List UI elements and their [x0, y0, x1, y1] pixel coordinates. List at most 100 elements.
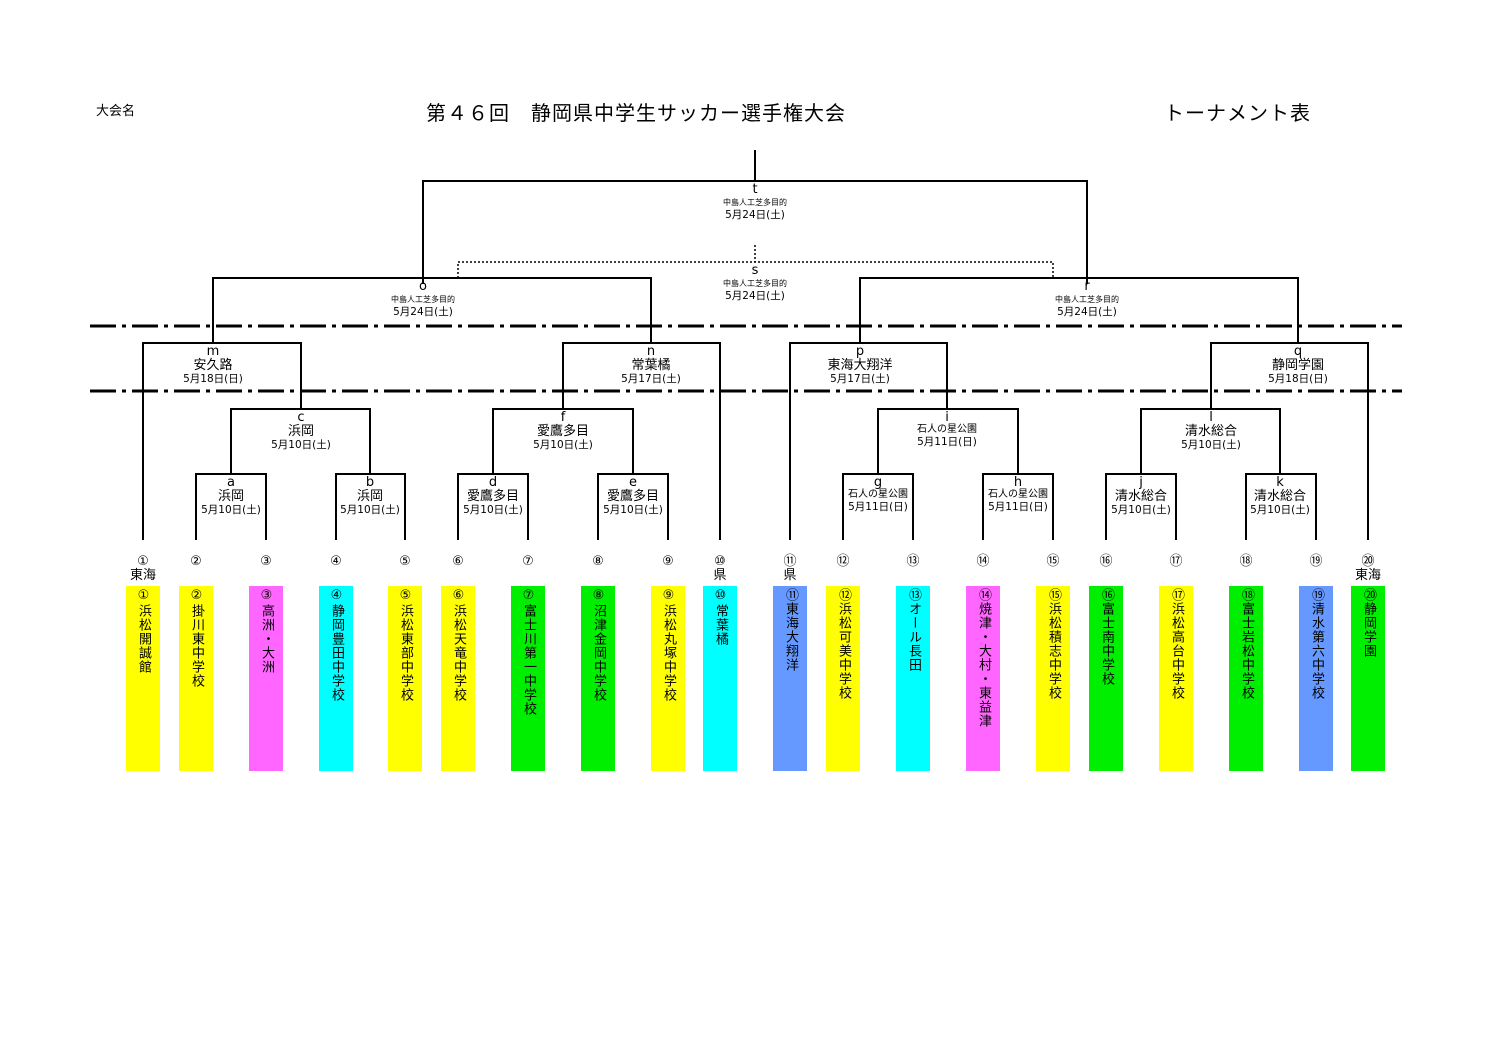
semifinal-r-bracket: [859, 277, 1299, 343]
team-name: ②掛川東中学校: [189, 588, 204, 688]
seed-5: ⑤: [387, 555, 423, 569]
match-date: 5月10日(土): [1250, 504, 1310, 517]
match-date: 5月11日(日): [848, 501, 908, 514]
match-h: h 石人の星公園 5月11日(日): [938, 476, 1098, 513]
match-date: 5月24日(土): [725, 209, 785, 222]
seed-number: ⑥: [452, 554, 464, 569]
r2-f-bracket: [492, 408, 634, 474]
team-bar-14: ⑭焼津・大村・東益津: [966, 586, 1000, 771]
match-venue: 安久路: [193, 357, 233, 373]
match-venue: 東海大翔洋: [827, 357, 893, 373]
team-name: ⑫浜松可美中学校: [836, 588, 851, 700]
r1-h-bracket: [982, 473, 1054, 540]
match-id: l: [1209, 410, 1213, 425]
seed-12: ⑫: [825, 555, 861, 569]
team-name: ⑱富士岩松中学校: [1239, 588, 1254, 700]
seed-number: ④: [330, 554, 342, 569]
match-venue: 中島人工芝多目的: [723, 278, 787, 288]
match-date: 5月17日(土): [830, 373, 890, 386]
match-venue: 常葉橘: [631, 357, 671, 373]
match-f: f 愛鷹多目 5月10日(土): [483, 411, 643, 451]
match-venue: 浜岡: [356, 488, 383, 504]
match-e: e 愛鷹多目 5月10日(土): [553, 476, 713, 516]
match-id: o: [419, 279, 427, 294]
seed-number: ⑱: [1239, 554, 1253, 569]
qf-m-bracket: [142, 342, 302, 540]
match-date: 5月10日(土): [603, 504, 663, 517]
seed-16: ⑯: [1088, 555, 1124, 569]
seed-number: ⑳: [1361, 554, 1375, 569]
match-b: b 浜岡 5月10日(土): [290, 476, 450, 516]
team-name: ⑧沼津金岡中学校: [591, 588, 606, 702]
seed-14: ⑭: [965, 555, 1001, 569]
match-venue: 清水総合: [1184, 423, 1237, 439]
seed-number: ⑨: [662, 554, 674, 569]
team-bar-6: ⑥浜松天竜中学校: [441, 586, 475, 771]
seed-15: ⑮: [1035, 555, 1071, 569]
seed-2: ②: [178, 555, 214, 569]
match-date: 5月11日(日): [917, 436, 977, 449]
match-o: o 中島人工芝多目的 5月24日(土): [343, 280, 503, 318]
seed-number: ⑩: [714, 554, 726, 569]
team-name: ③高洲・大洲: [259, 588, 274, 674]
seed-number: ⑬: [906, 554, 920, 569]
tournament-table-label: トーナメント表: [1164, 101, 1311, 125]
match-venue: 静岡学園: [1271, 357, 1324, 373]
match-t: t 中島人工芝多目的 5月24日(土): [675, 183, 835, 221]
seed-number: ⑯: [1099, 554, 1113, 569]
match-venue: 愛鷹多目: [536, 423, 589, 439]
match-p: p 東海大翔洋 5月17日(土): [780, 345, 940, 385]
match-venue: 石人の星公園: [988, 488, 1048, 500]
match-id: b: [365, 475, 375, 490]
match-id: s: [751, 263, 759, 278]
match-k: k 清水総合 5月10日(土): [1200, 476, 1360, 516]
seed-6: ⑥: [440, 555, 476, 569]
r1-a-bracket: [195, 473, 267, 540]
seed-17: ⑰: [1158, 555, 1194, 569]
match-venue: 石人の星公園: [848, 488, 908, 500]
match-venue: 清水総合: [1253, 488, 1306, 504]
seed-number: ③: [260, 554, 272, 569]
team-bar-1: ①浜松開誠館: [126, 586, 160, 771]
match-venue: 浜岡: [287, 423, 314, 439]
seed-number: ⑰: [1169, 554, 1183, 569]
team-bar-19: ⑲清水第六中学校: [1299, 586, 1333, 771]
match-date: 5月18日(日): [183, 373, 243, 386]
team-bar-17: ⑰浜松高台中学校: [1159, 586, 1193, 771]
match-c: c 浜岡 5月10日(土): [221, 411, 381, 451]
match-date: 5月10日(土): [340, 504, 400, 517]
match-id: d: [488, 475, 498, 490]
match-date: 5月10日(土): [1181, 439, 1241, 452]
r1-e-bracket: [597, 473, 669, 540]
seed-region: 東海: [129, 568, 156, 583]
seed-number: ⑦: [522, 554, 534, 569]
r1-g-bracket: [842, 473, 914, 540]
match-s: s 中島人工芝多目的 5月24日(土): [675, 264, 835, 302]
match-a: a 浜岡 5月10日(土): [151, 476, 311, 516]
match-d: d 愛鷹多目 5月10日(土): [413, 476, 573, 516]
qf-p-bracket: [789, 342, 948, 540]
match-id: r: [1084, 279, 1090, 294]
match-i: i 石人の星公園 5月11日(日): [867, 411, 1027, 448]
r1-j-bracket: [1105, 473, 1177, 540]
match-date: 5月17日(土): [621, 373, 681, 386]
match-venue: 清水総合: [1114, 488, 1167, 504]
seed-3: ③: [248, 555, 284, 569]
team-name: ⑭焼津・大村・東益津: [976, 588, 991, 728]
match-date: 5月10日(土): [271, 439, 331, 452]
match-id: n: [646, 344, 656, 359]
match-date: 5月24日(土): [393, 306, 453, 319]
team-name: ⑬オール長田: [906, 588, 921, 672]
team-bar-2: ②掛川東中学校: [179, 586, 213, 771]
match-j: j 清水総合 5月10日(土): [1061, 476, 1221, 516]
seed-number: ⑫: [836, 554, 850, 569]
seed-8: ⑧: [580, 555, 616, 569]
team-name: ⑳静岡学園: [1361, 588, 1376, 658]
match-l: l 清水総合 5月10日(土): [1131, 411, 1291, 451]
match-id: k: [1276, 475, 1284, 490]
match-venue: 愛鷹多目: [466, 488, 519, 504]
team-name: ④静岡豊田中学校: [329, 588, 344, 702]
